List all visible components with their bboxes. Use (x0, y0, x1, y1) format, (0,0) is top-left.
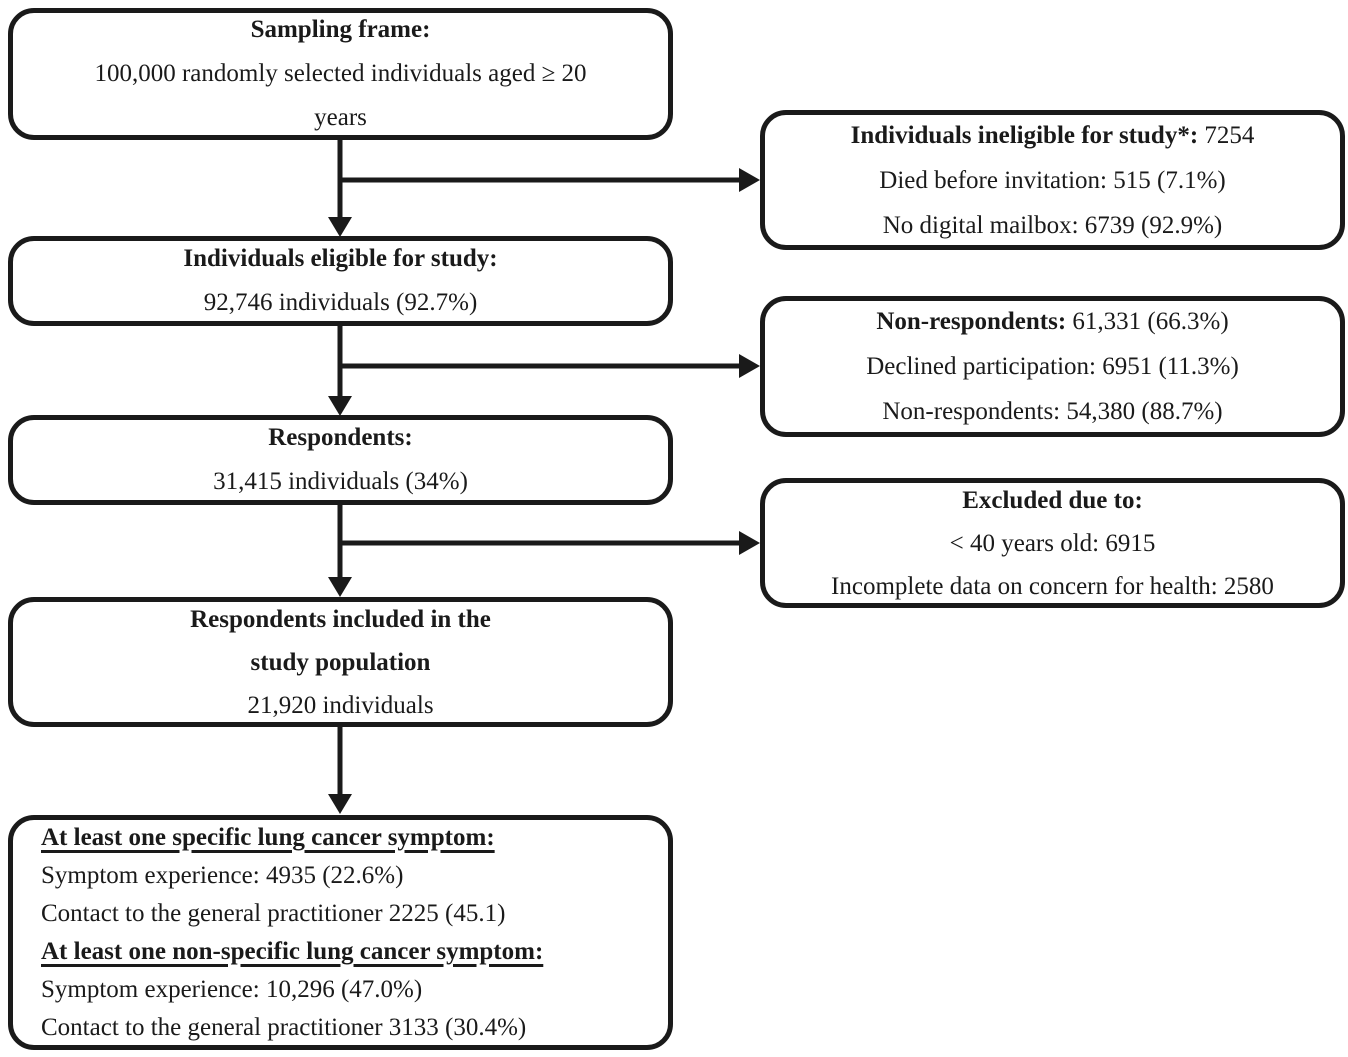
box-excluded-title: Excluded due to: (962, 486, 1143, 514)
box-nonrespondents-title-value: 61,331 (66.3%) (1066, 308, 1229, 335)
box-ineligible-title-line: Individuals ineligible for study*: 7254 (765, 113, 1340, 158)
arrow-included-to-symptoms (328, 727, 352, 814)
arrow-branch-to-ineligible (340, 168, 760, 192)
box-ineligible-title-value: 7254 (1198, 121, 1255, 149)
specific-symptom-body: Symptom experience: 4935 (22.6%) Contact… (41, 861, 506, 927)
box-nonrespondents-title-line: Non-respondents: 61,331 (66.3%) (765, 299, 1340, 344)
box-ineligible-title: Individuals ineligible for study*: (850, 121, 1199, 149)
box-nonrespondents-body: Declined participation: 6951 (11.3%) Non… (866, 353, 1239, 425)
box-study-population-title: Respondents included in the study popula… (190, 605, 491, 676)
box-excluded-body: < 40 years old: 6915 Incomplete data on … (831, 529, 1274, 600)
box-ineligible-body: Died before invitation: 515 (7.1%) No di… (879, 166, 1226, 239)
arrow-branch-to-excluded (340, 531, 760, 555)
specific-symptom-header: At least one specific lung cancer sympto… (41, 823, 495, 851)
arrow-sampling-to-eligible (328, 140, 352, 237)
nonspecific-symptom-header: At least one non-specific lung cancer sy… (41, 937, 544, 965)
arrow-eligible-to-respondents (328, 326, 352, 416)
box-eligible-title: Individuals eligible for study: (183, 245, 498, 272)
box-eligible: Individuals eligible for study: 92,746 i… (8, 236, 673, 326)
arrow-branch-to-nonrespondents (340, 354, 760, 378)
box-sampling-frame: Sampling frame: 100,000 randomly selecte… (8, 8, 673, 140)
nonspecific-symptom-body: Symptom experience: 10,296 (47.0%) Conta… (41, 975, 527, 1041)
box-study-population-body: 21,920 individuals (247, 691, 434, 719)
box-nonrespondents: Non-respondents: 61,331 (66.3%) Declined… (760, 296, 1345, 437)
box-sampling-frame-title: Sampling frame: (250, 16, 431, 43)
box-respondents: Respondents: 31,415 individuals (34%) (8, 415, 673, 505)
box-respondents-body: 31,415 individuals (34%) (213, 468, 468, 495)
box-excluded: Excluded due to: < 40 years old: 6915 In… (760, 478, 1345, 608)
box-eligible-body: 92,746 individuals (92.7%) (203, 289, 478, 316)
box-respondents-title: Respondents: (268, 424, 413, 451)
box-study-population: Respondents included in the study popula… (8, 597, 673, 727)
box-ineligible: Individuals ineligible for study*: 7254 … (760, 110, 1345, 250)
box-symptom-results: At least one specific lung cancer sympto… (8, 815, 673, 1050)
box-excluded-title-line: Excluded due to: (765, 479, 1340, 522)
arrow-respondents-to-included (328, 505, 352, 597)
box-sampling-frame-body: 100,000 randomly selected individuals ag… (94, 60, 587, 131)
box-nonrespondents-title: Non-respondents: (876, 308, 1067, 335)
